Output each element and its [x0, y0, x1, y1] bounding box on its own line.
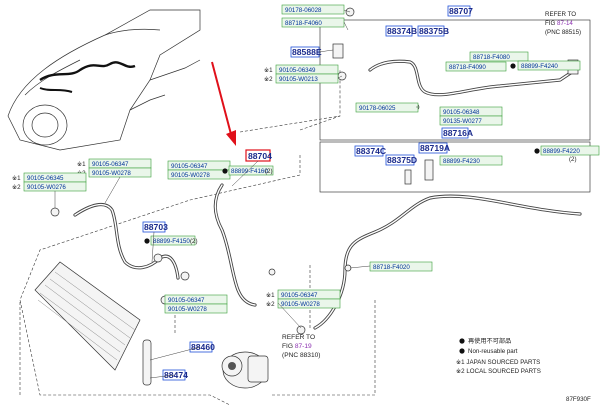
callout-88375D: 88375D: [387, 155, 417, 165]
callout-90105-06348: 90105-06348: [443, 109, 480, 116]
callout-88899-F4220: 88899-F4220: [543, 148, 580, 155]
compressor: [221, 351, 269, 389]
mark-japan-b: ※1: [77, 161, 86, 168]
figure-id: 87F930F: [566, 396, 591, 403]
callout-90105-06349: 90105-06349: [279, 67, 316, 74]
callout-88718-F4020: 88718-F4020: [373, 264, 410, 271]
callout-88718-F4090: 88718-F4090: [449, 64, 486, 71]
callout-90178-06028: 90178-06028: [285, 7, 322, 14]
legend-japan-sourced: ※1 JAPAN SOURCED PARTS: [456, 359, 540, 366]
callout-90105-W0276: 90105-W0276: [27, 184, 66, 191]
callout-88707: 88707: [449, 6, 473, 16]
pipes: [73, 59, 582, 330]
legend-local-sourced: ※2 LOCAL SOURCED PARTS: [456, 368, 541, 375]
legend: 再使用不可部品 Non-reusable part ※1 JAPAN SOURC…: [456, 337, 541, 375]
callout-88704[interactable]: 88704: [248, 151, 272, 161]
ref1-line1: REFER TO: [545, 11, 576, 18]
callout-88375B: 88375B: [419, 26, 449, 36]
mark-japan-1: ※1: [264, 67, 273, 74]
assembly-box-88716A: [319, 141, 591, 193]
callout-88588E: 88588E: [292, 47, 322, 57]
callout-90105-W0278-c: 90105-W0278: [168, 306, 207, 313]
callout-88716A: 88716A: [443, 128, 473, 138]
ref1-line2: FIG 87-14: [545, 20, 573, 27]
callout-90105-06347-c: 90105-06347: [168, 297, 205, 304]
callout-88374C: 88374C: [356, 146, 386, 156]
leader-lines: [54, 9, 418, 379]
callout-90105-W0278-b: 90105-W0278: [92, 170, 131, 177]
callout-90105-06345: 90105-06345: [27, 175, 64, 182]
condenser: [34, 261, 152, 386]
callout-90105-06347-d: 90105-06347: [281, 292, 318, 299]
callout-88718-F4060: 88718-F4060: [285, 20, 322, 27]
callout-88899-F4230: 88899-F4230: [443, 158, 480, 165]
mark-japan-d: ※1: [266, 292, 275, 299]
mark-local-2: ※2: [264, 76, 273, 83]
qty-88899-F4150: (2): [190, 238, 198, 245]
qty-88899-F4160: (2): [265, 168, 273, 175]
ref1-fig-link[interactable]: 87-14: [557, 20, 573, 27]
callout-88703: 88703: [144, 222, 168, 232]
ref2-line2: FIG 87-19: [282, 343, 312, 350]
mark-local-d: ※2: [266, 301, 275, 308]
ref2-line1: REFER TO: [282, 334, 315, 341]
mark-japan-c: ※1: [12, 175, 21, 182]
callout-88899-F4160: 88899-F4160: [231, 168, 268, 175]
mark-local-c: ※2: [12, 184, 21, 191]
callout-90105-W0278-a: 90105-W0278: [171, 172, 210, 179]
callout-90105-W0278-d: 90105-W0278: [281, 301, 320, 308]
legend-non-reusable-jp: 再使用不可部品: [468, 337, 511, 345]
callout-88899-F4150: 88899-F4150: [153, 238, 190, 245]
callout-88460: 88460: [191, 342, 215, 352]
callout-90178-06025: 90178-06025: [359, 105, 396, 112]
callout-90135-W0277: 90135-W0277: [443, 118, 482, 125]
ref2-line3: (PNC 88310): [282, 352, 320, 359]
callout-88718-F4080: 88718-F4080: [473, 54, 510, 61]
pointer-arrow: [211, 61, 236, 146]
ref1-line3: (PNC 88515): [545, 29, 581, 36]
callout-90105-06347-b: 90105-06347: [92, 161, 129, 168]
vehicle-illustration: [7, 9, 201, 151]
qty-88899-F4220: (2): [569, 156, 577, 163]
ref2-fig-link[interactable]: 87-19: [295, 343, 312, 350]
callout-88899-F4240: 88899-F4240: [521, 63, 558, 70]
callout-88374B: 88374B: [387, 26, 417, 36]
callout-90105-06347-a: 90105-06347: [171, 163, 208, 170]
callout-88474: 88474: [164, 370, 188, 380]
callout-90105-W0213: 90105-W0213: [279, 76, 318, 83]
callout-88719A: 88719A: [420, 143, 450, 153]
legend-non-reusable-en: Non-reusable part: [468, 348, 518, 355]
